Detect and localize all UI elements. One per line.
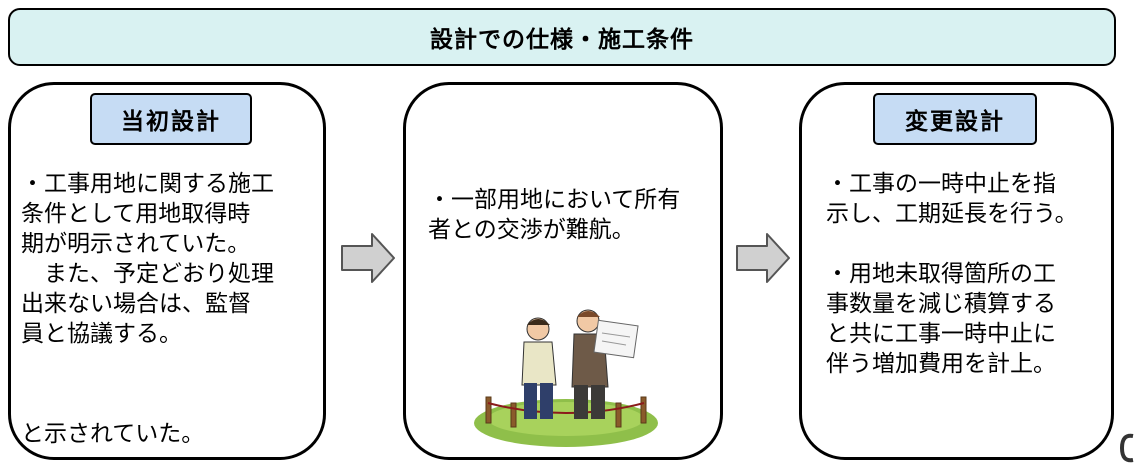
initial-design-panel: 当初設計 ・工事用地に関する施工 条件として用地取得時 期が明示されていた。 ま… <box>8 82 326 460</box>
revised-design-text: ・工事の一時中止を指 示し、工期延長を行う。 ・用地未取得箇所の工 事数量を減じ… <box>826 171 1078 377</box>
initial-design-text: ・工事用地に関する施工 条件として用地取得時 期が明示されていた。 また、予定ど… <box>21 171 274 347</box>
banner-title: 設計での仕様・施工条件 <box>430 27 694 53</box>
right-arrow-icon <box>736 233 790 283</box>
initial-design-label: 当初設計 <box>90 93 252 145</box>
title-banner: 設計での仕様・施工条件 <box>8 8 1116 66</box>
situation-text: ・一部用地において所有 者との交渉が難航。 <box>428 187 681 243</box>
right-arrow-icon <box>341 233 395 283</box>
revised-design-label: 変更設計 <box>873 93 1037 145</box>
negotiation-illustration <box>474 309 658 447</box>
initial-design-footer: と示されていた。 <box>21 421 205 447</box>
situation-panel: ・一部用地において所有 者との交渉が難航。 <box>403 82 723 460</box>
corner-mark-icon <box>1119 433 1134 463</box>
revised-design-panel: 変更設計 ・工事の一時中止を指 示し、工期延長を行う。 ・用地未取得箇所の工 事… <box>799 82 1114 460</box>
